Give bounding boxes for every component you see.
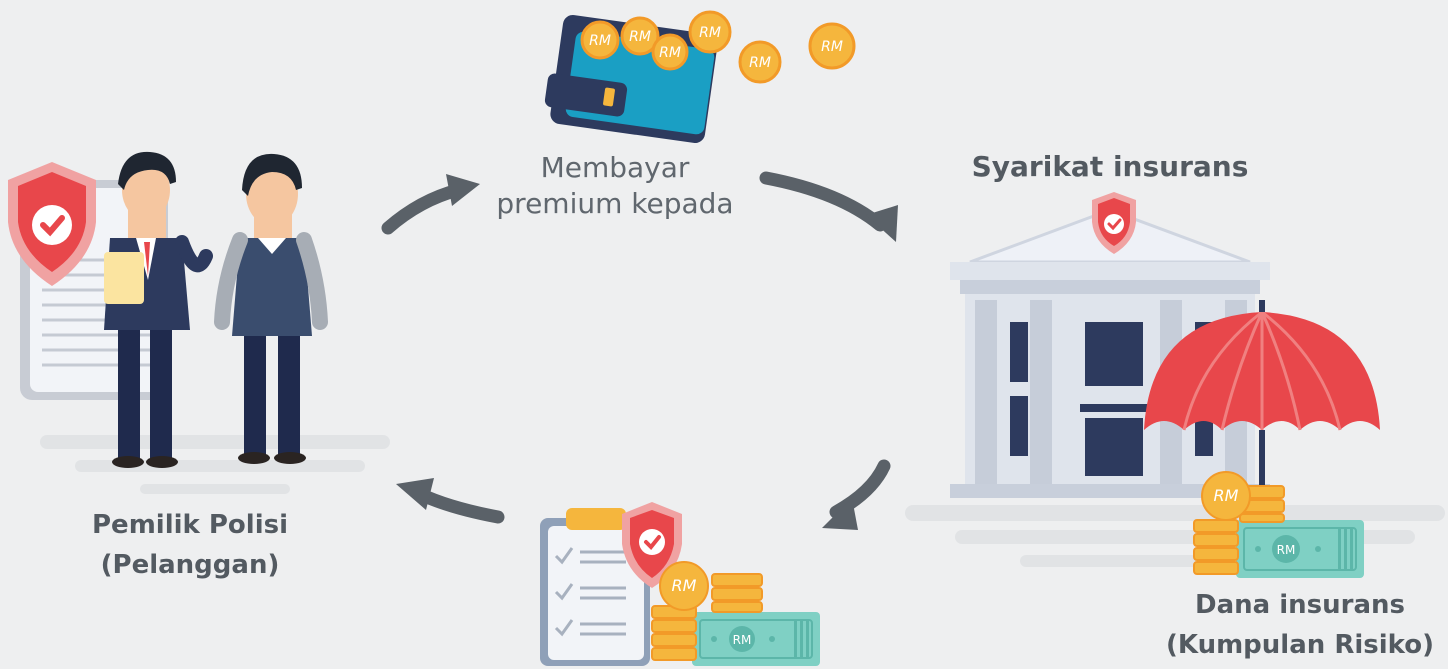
arrow-to-claim [822,459,891,530]
fund-label-line1: Dana insurans [1195,590,1405,620]
cash-stack-icon [1236,520,1364,578]
policyholder-label-line2: (Pelanggan) [100,550,280,580]
payment-label-line2: premium kepada [496,187,734,220]
insurer-title: Syarikat insurans [971,150,1249,183]
coin-label: RM [589,33,611,49]
coin-label: RM [629,29,651,45]
arrow-to-policyholder [396,478,505,524]
policyholder-label-line1: Pemilik Polisi [92,510,288,540]
claim-shield-icon [622,502,682,588]
claim-cash-stack-icon [692,612,820,666]
payment-label-line1: Membayar [540,151,690,184]
businessman-icon [104,151,213,468]
coin-label: RM [749,55,771,71]
coin-label: RM [659,45,681,61]
coin-label: RM [699,25,721,41]
coin-label: RM [821,39,843,55]
coin-stack-icon [1193,471,1285,575]
payment-label: Membayar premium kepada [470,150,760,222]
checklist-icon [540,508,650,666]
policyholder-label: Pemilik Polisi (Pelanggan) [40,505,340,585]
arrow-to-payment [381,174,480,235]
shield-icon [8,162,96,286]
insurer-shield-icon [1092,192,1136,254]
coin-label: RM [672,576,697,595]
arrow-to-insurer [759,171,898,242]
fund-label: Dana insurans (Kumpulan Risiko) [1150,585,1448,665]
fund-label-line2: (Kumpulan Risiko) [1166,630,1434,660]
ground-shadow-left [40,435,390,494]
cash-label: RM [733,633,752,647]
cash-label: RM [1277,543,1296,557]
claim-coin-stack-icon [651,561,763,661]
coin-icon [580,10,856,84]
coin-label: RM [1214,486,1239,505]
customer-icon [214,153,328,464]
